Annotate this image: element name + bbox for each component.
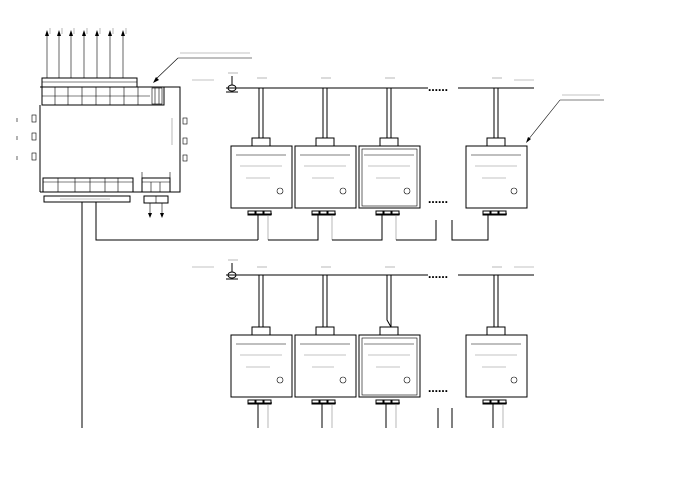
- meter-row-1: ……: [230, 77, 528, 216]
- controller-callout: [153, 52, 252, 83]
- row-1-daisy-chain: [257, 215, 489, 241]
- bus-row-2: ……: [192, 259, 534, 281]
- controller-to-row1-link: [95, 202, 258, 241]
- controller-unit: [16, 28, 258, 428]
- row-2-wiring-stubs: [257, 404, 504, 428]
- controller-top-terminal-strip: [41, 77, 165, 106]
- meter-unit: [465, 266, 528, 405]
- meter-row-2: ……: [230, 266, 528, 405]
- meter-row-1-ellipsis: ……: [428, 195, 448, 206]
- controller-output-arrows: [45, 28, 127, 78]
- bus-row-1-terminator-icon: [226, 72, 238, 93]
- meter-unit: [358, 77, 421, 216]
- meter-unit: [294, 77, 357, 216]
- bus-row-2-terminator-icon: [226, 259, 238, 280]
- bus-row-1-ellipsis: ……: [428, 83, 448, 94]
- controller-relay-outputs: [143, 195, 169, 218]
- meter-unit: [465, 77, 528, 216]
- meter-unit: [230, 266, 293, 405]
- controller-body: [16, 86, 188, 193]
- meter-unit: [358, 266, 421, 405]
- controller-status-bar: [43, 195, 131, 203]
- meter-unit: [294, 266, 357, 405]
- bus-row-1: ……: [192, 72, 604, 143]
- bus-row-2-ellipsis: ……: [428, 270, 448, 281]
- bus-row-1-callout: [526, 94, 604, 143]
- meter-unit: [230, 77, 293, 216]
- meter-row-2-ellipsis: ……: [428, 384, 448, 395]
